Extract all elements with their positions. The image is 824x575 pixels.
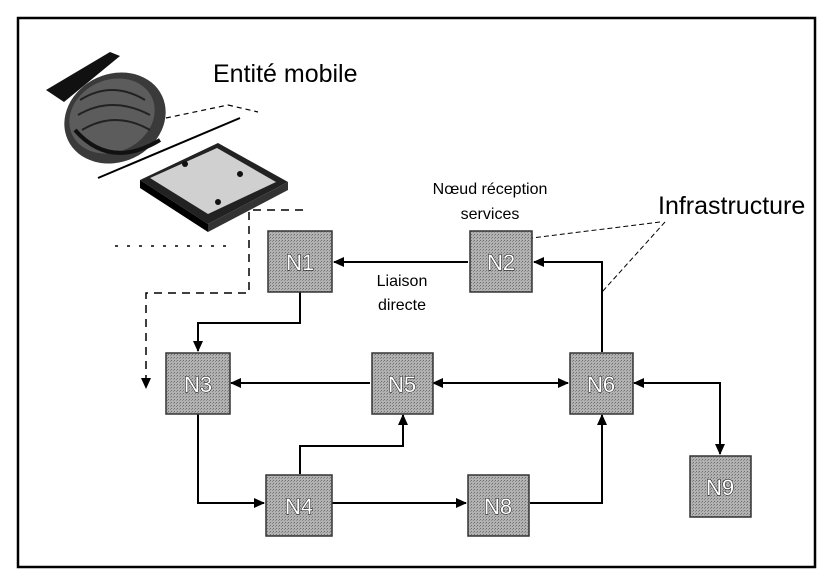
link-n6-n9: [633, 378, 725, 455]
node-n5: N5: [371, 352, 434, 415]
node-label: N8: [484, 494, 512, 519]
link-n4-n5: [299, 414, 408, 474]
node-n9: N9: [689, 455, 752, 518]
infrastructure-pointer-n6: [601, 221, 666, 293]
link-label-line2: directe: [378, 297, 426, 314]
node-label: N5: [388, 372, 416, 397]
node-label: N9: [706, 475, 734, 500]
node-label: N4: [285, 494, 313, 519]
link-n8-n6: [530, 414, 607, 504]
links: [193, 257, 725, 508]
outer-frame: [16, 16, 817, 569]
reception-label-line2: services: [461, 206, 520, 223]
node-n3: N3: [165, 352, 231, 415]
node-n6: N6: [569, 352, 634, 415]
link-n6-n2: [533, 257, 603, 352]
link-label-line1: Liaison: [377, 273, 428, 290]
node-label: N1: [286, 250, 314, 275]
node-n8: N8: [467, 474, 530, 537]
node-label: N6: [587, 372, 615, 397]
title-entite-mobile: Entité mobile: [213, 60, 358, 88]
infrastructure-label: Infrastructure: [658, 192, 805, 220]
node-n2: N2: [469, 230, 533, 293]
mobile-entity-illustration: [46, 52, 288, 232]
link-n3-n4: [197, 414, 265, 508]
dashed-link-device-to-n3: [141, 209, 303, 389]
link-n1-n3: [193, 292, 301, 352]
infrastructure-pointer-n2: [531, 221, 661, 239]
node-label: N3: [184, 372, 212, 397]
node-n4: N4: [265, 474, 333, 537]
node-n1: N1: [267, 230, 333, 293]
node-label: N2: [487, 250, 515, 275]
reception-label-line1: Nœud réception: [433, 181, 548, 198]
